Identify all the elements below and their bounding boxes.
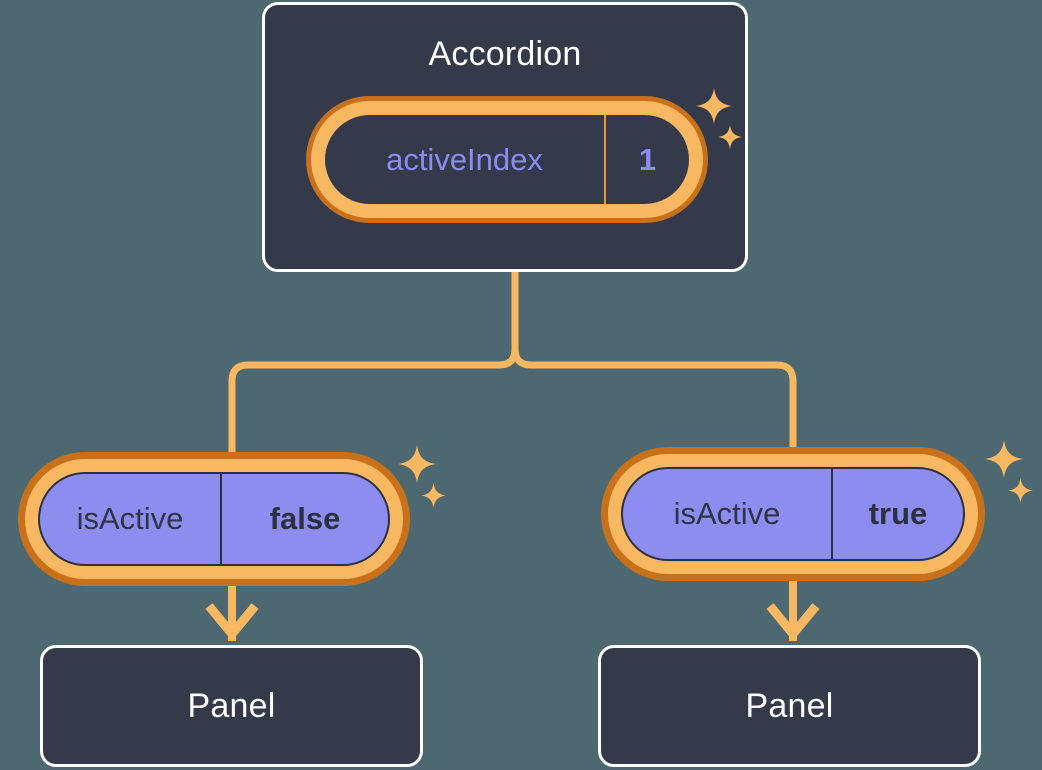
state-key-label: isActive bbox=[673, 496, 781, 531]
panel-title: Panel bbox=[187, 687, 276, 725]
state-pill-is-active-true[interactable]: isActive true bbox=[601, 447, 985, 581]
state-pill-is-active-false[interactable]: isActive false bbox=[18, 452, 410, 586]
state-value-label: false bbox=[220, 474, 388, 564]
sparkle-small-icon bbox=[420, 482, 447, 509]
panel-component-box-left[interactable]: Panel bbox=[40, 645, 423, 767]
panel-title: Panel bbox=[745, 687, 834, 725]
sparkle-icon bbox=[396, 443, 438, 485]
state-value-label: 1 bbox=[604, 115, 689, 204]
state-key-label: activeIndex bbox=[386, 141, 543, 177]
sparkle-small-icon bbox=[1007, 477, 1034, 504]
state-pill-active-index[interactable]: activeIndex 1 bbox=[306, 96, 708, 223]
pill-body: activeIndex 1 bbox=[325, 115, 689, 204]
state-key-label: isActive bbox=[76, 501, 184, 536]
pill-body: isActive false bbox=[38, 472, 390, 566]
state-value-label: true bbox=[831, 469, 963, 559]
pill-body: isActive true bbox=[621, 467, 965, 561]
sparkle-icon bbox=[983, 438, 1025, 480]
panel-component-box-right[interactable]: Panel bbox=[598, 645, 981, 767]
accordion-title: Accordion bbox=[428, 35, 582, 73]
